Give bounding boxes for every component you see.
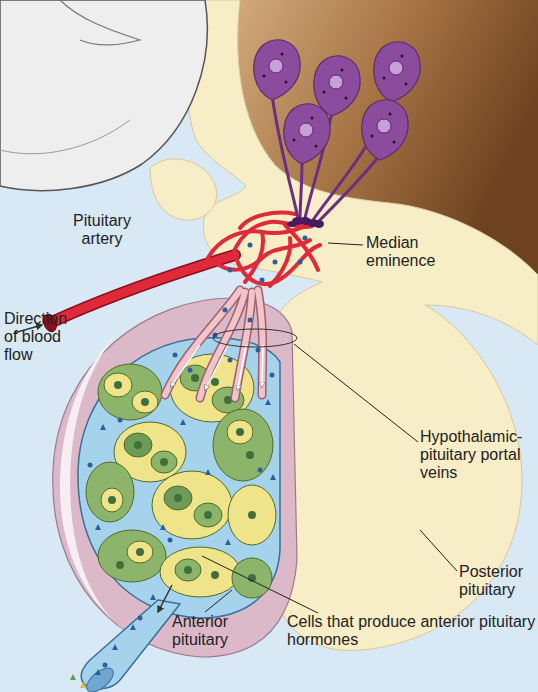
hormone-particles bbox=[88, 353, 277, 601]
cell-nuclei bbox=[108, 374, 256, 582]
hypothalamic-neurons bbox=[254, 40, 420, 228]
pituitary-artery bbox=[52, 255, 235, 322]
leader-lines bbox=[202, 243, 457, 613]
primary-capillary-plexus bbox=[205, 213, 320, 286]
plexus-hormones bbox=[228, 236, 308, 283]
released-hormones bbox=[70, 616, 143, 689]
hormone-cells bbox=[86, 354, 276, 598]
tissue-bump bbox=[150, 159, 217, 220]
surface-fold bbox=[60, 0, 140, 45]
surface-fold bbox=[0, 120, 130, 154]
anatomy-label: Pituitary artery bbox=[58, 212, 146, 248]
portal-veins bbox=[165, 290, 263, 398]
pituitary-artery-outline bbox=[52, 255, 235, 322]
portal-flow-arrows bbox=[172, 345, 263, 388]
anatomy-label: Median eminence bbox=[366, 234, 448, 270]
anatomy-label: Posterior pituitary bbox=[459, 563, 537, 599]
anatomy-label: Cells that produce anterior pituitary ho… bbox=[287, 613, 537, 649]
vein-opening bbox=[83, 664, 118, 692]
anatomy-label: Hypothalamic-pituitary portal veins bbox=[420, 428, 535, 482]
sinusoid-bed bbox=[78, 338, 280, 618]
vein-callout-ring bbox=[213, 329, 297, 347]
anatomy-label: Direction of blood flow bbox=[4, 310, 82, 364]
flow-arrow bbox=[158, 585, 172, 612]
optic-chiasm bbox=[0, 0, 207, 191]
portal-hormones bbox=[188, 308, 275, 378]
anatomy-label: Anterior pituitary bbox=[150, 613, 250, 649]
